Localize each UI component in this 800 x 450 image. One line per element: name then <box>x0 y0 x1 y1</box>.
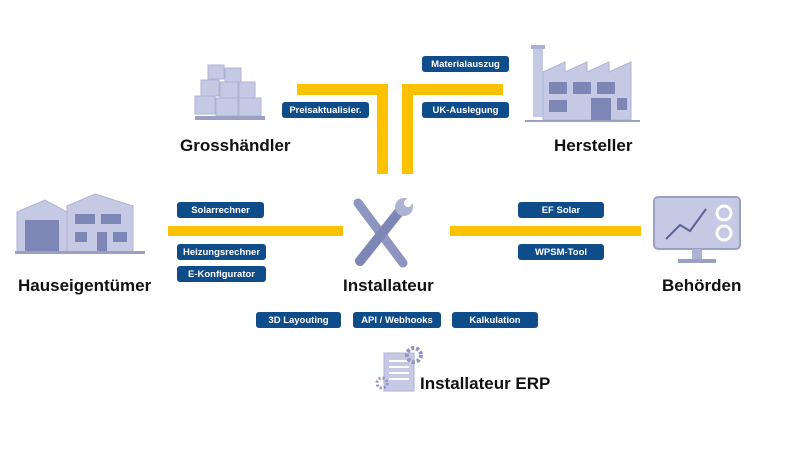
node-installateur-erp: Installateur ERP <box>420 374 551 393</box>
node-behoerden: Behörden <box>662 276 742 295</box>
tag-solarrechner: Solarrechner <box>177 202 264 218</box>
tag-preisaktualisierung: Preisaktualisier. <box>282 102 369 118</box>
node-grosshaendler: Grosshändler <box>180 136 291 155</box>
erp-document-gears-icon <box>375 346 423 392</box>
connector-hauseigentuemer <box>168 226 343 236</box>
monitor-chart-icon <box>653 196 741 263</box>
tools-icon <box>353 198 413 268</box>
connector-behoerden <box>450 226 641 236</box>
tag-e-konfigurator: E-Konfigurator <box>177 266 266 282</box>
tag-wpsm-tool: WPSM-Tool <box>518 244 604 260</box>
factory-icon <box>525 45 640 122</box>
house-icon <box>15 193 145 254</box>
tag-heizungsrechner: Heizungsrechner <box>177 244 266 260</box>
tag-api-webhooks: API / Webhooks <box>353 312 441 328</box>
node-hersteller: Hersteller <box>554 136 633 155</box>
connector-hersteller-v <box>402 84 413 174</box>
tag-3d-layouting: 3D Layouting <box>256 312 341 328</box>
tag-uk-auslegung: UK-Auslegung <box>422 102 509 118</box>
tag-materialauszug: Materialauszug <box>422 56 509 72</box>
tag-kalkulation: Kalkulation <box>452 312 538 328</box>
connector-grosshaendler-h <box>297 84 388 95</box>
tag-ef-solar: EF Solar <box>518 202 604 218</box>
boxes-icon <box>194 64 265 120</box>
node-hauseigentuemer: Hauseigentümer <box>18 276 152 295</box>
connector-hersteller-h <box>402 84 503 95</box>
connector-grosshaendler-v <box>377 84 388 174</box>
node-installateur: Installateur <box>343 276 434 295</box>
